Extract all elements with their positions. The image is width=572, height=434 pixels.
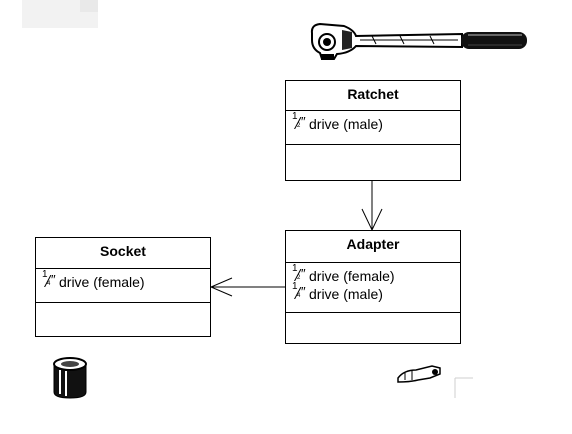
class-name: Socket (36, 238, 210, 269)
adapter-to-socket-association (209, 277, 285, 297)
socket-icon (53, 357, 87, 399)
ratchet-to-adapter-association (361, 181, 383, 232)
attribute-text: drive (female) (59, 274, 145, 290)
attribute-text: drive (male) (309, 286, 383, 302)
attribute-text: drive (female) (309, 268, 395, 284)
window-corner-fragment (22, 0, 98, 28)
class-name: Adapter (286, 231, 460, 263)
attribute-text: drive (male) (309, 116, 383, 132)
ratchet-wrench-icon (310, 22, 527, 60)
class-name: Ratchet (286, 81, 460, 111)
adapter-tool-icon (397, 365, 473, 398)
